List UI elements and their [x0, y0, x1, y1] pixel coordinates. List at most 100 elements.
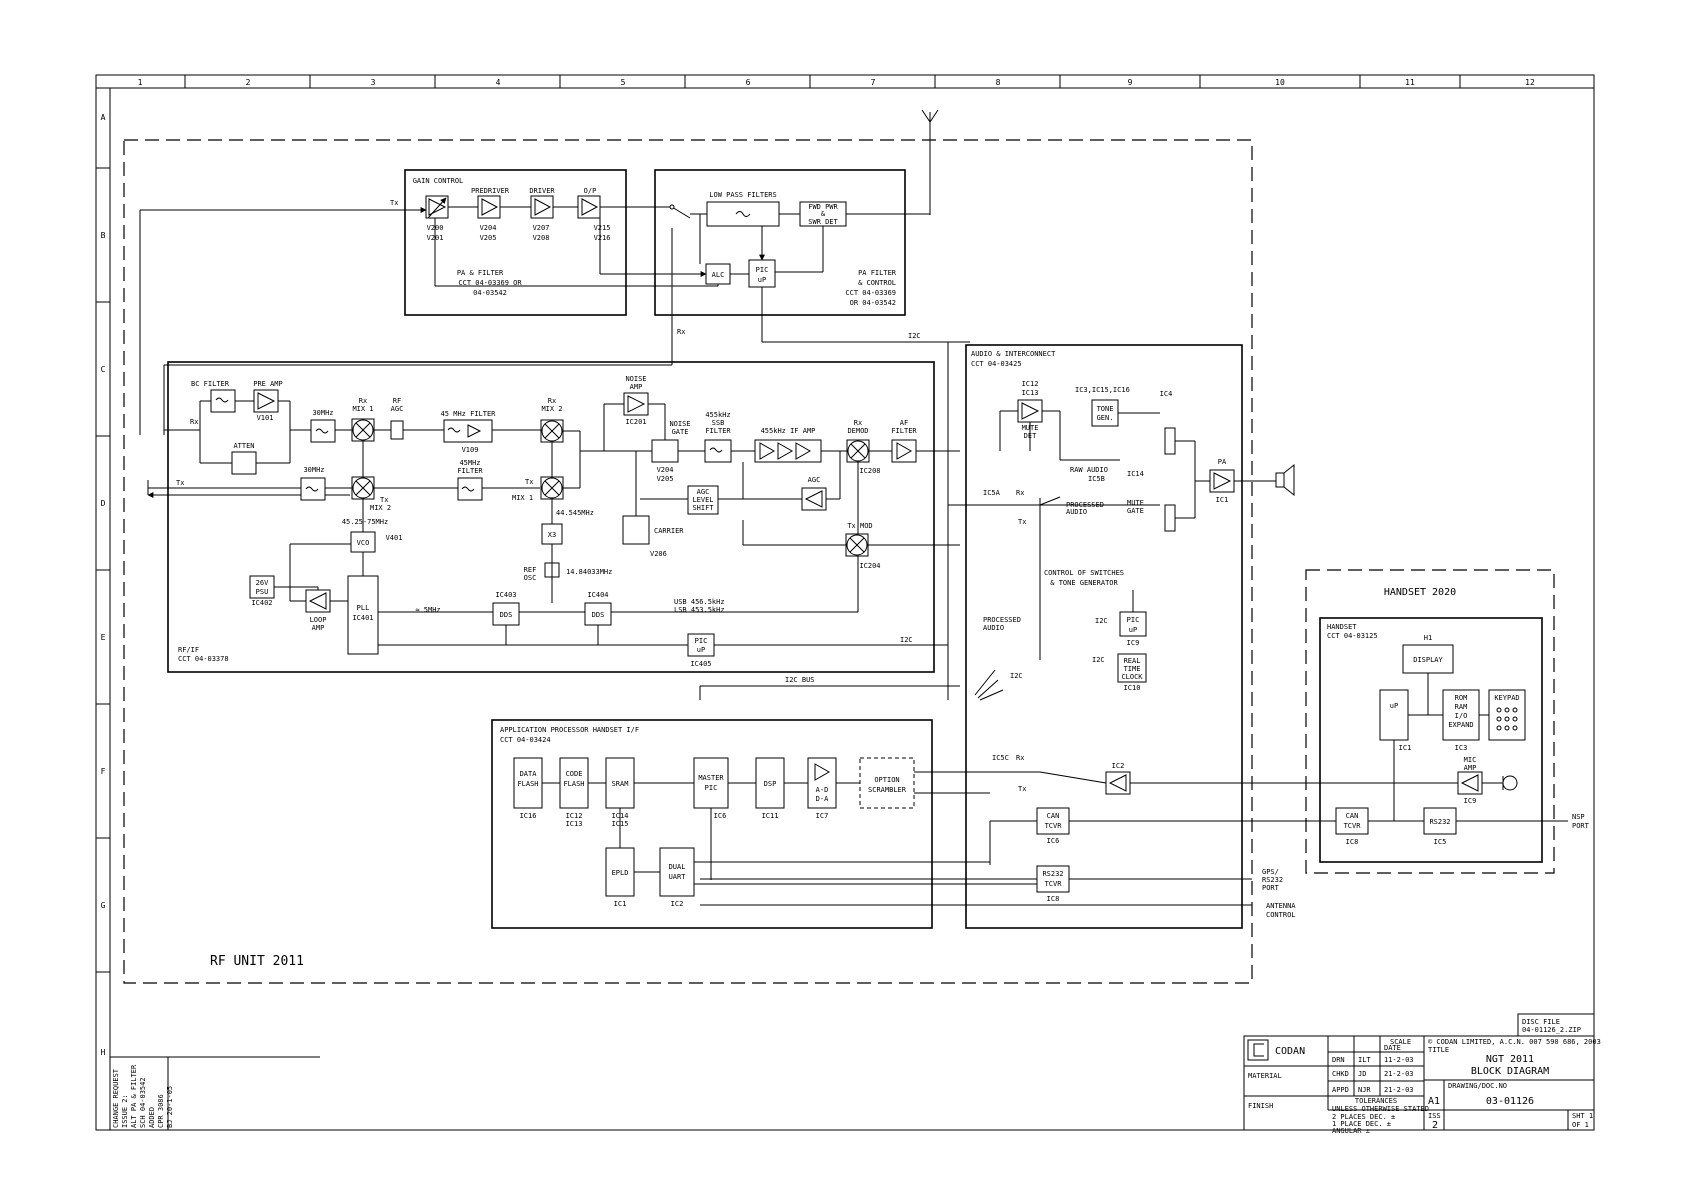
block-label: TCVR [1045, 880, 1063, 888]
option-scrambler [859, 757, 915, 809]
block-label: FILTER [705, 427, 731, 435]
rf-unit-boundary [123, 139, 1253, 984]
col-label: 11 [1405, 78, 1415, 87]
volume-pot-2 [1164, 504, 1176, 532]
sheet-of-label: OF 1 [1572, 1121, 1589, 1129]
block-label: PROCESSED [983, 616, 1021, 624]
change-request-text: ALT PA & FILTER [130, 1064, 138, 1128]
ic-label: IC405 [690, 660, 711, 668]
filter-30mhz-tx [300, 477, 326, 501]
ic-label: IC2 [671, 900, 684, 908]
block-label: KEYPAD [1494, 694, 1519, 702]
i2c-label: I2C [1095, 617, 1108, 625]
ic-label: IC3,IC15,IC16 [1075, 386, 1130, 394]
ic-label: V205 [657, 475, 674, 483]
row-label: G [101, 901, 106, 910]
ic-label: IC5B [1088, 475, 1105, 483]
change-request-text: SCH 04-03542 [139, 1077, 147, 1128]
block-label: X3 [548, 531, 556, 539]
block-label: Rx [854, 419, 862, 427]
ic-label: IC10 [1124, 684, 1141, 692]
ic-label: IC3 [1455, 744, 1468, 752]
block-title: PA & FILTER [457, 269, 504, 277]
block-label: TCVR [1045, 822, 1063, 830]
block-label: UART [669, 873, 687, 881]
block-label: AGC [391, 405, 404, 413]
rom-ram-io-expand [1442, 689, 1480, 741]
ic-label: IC9 [1127, 639, 1140, 647]
ic-label: IC6 [714, 812, 727, 820]
output-label: O/P [584, 187, 597, 195]
rx-label: Rx [677, 328, 685, 336]
block-label: 455kHz [705, 411, 730, 419]
col-label: 7 [871, 78, 876, 87]
block-label: PRE AMP [253, 380, 283, 388]
block-label: RAW AUDIO [1070, 466, 1108, 474]
block-title: PA FILTER [858, 269, 897, 277]
block-label: AMP [630, 383, 643, 391]
tx-label: Tx [1018, 785, 1026, 793]
block-label: FILTER [457, 467, 483, 475]
speaker-icon [1275, 463, 1295, 497]
noise-gate [651, 439, 679, 463]
ic-label: IC12 [1022, 380, 1039, 388]
rx-label: Rx [1016, 754, 1024, 762]
attenuator [231, 451, 257, 475]
handset-label: HANDSET 2020 [1384, 587, 1456, 598]
port-label: RS232 [1262, 876, 1283, 884]
ic-label: IC1 [1216, 496, 1229, 504]
block-label: FILTER [891, 427, 917, 435]
block-label: MASTER [698, 774, 724, 782]
block-label: Tx [380, 496, 388, 504]
block-label: uP [1129, 626, 1137, 634]
block-title: RF/IF [178, 646, 199, 654]
block-label: uP [1390, 702, 1398, 710]
block-label: & TONE GENERATOR [1050, 579, 1118, 587]
predriver-label: PREDRIVER [471, 187, 510, 195]
block-title: AUDIO & INTERCONNECT [971, 350, 1056, 358]
ic-label: IC8 [1346, 838, 1359, 846]
copyright-text: © CODAN LIMITED, A.C.N. 007 590 686, 200… [1428, 1038, 1601, 1046]
application-processor-block: APPLICATION PROCESSOR HANDSET I/F CCT 04… [491, 719, 1037, 929]
row-label: F [101, 767, 106, 776]
date-value: 21-2-03 [1384, 1070, 1414, 1078]
freq-label: 30MHz [303, 466, 324, 474]
volume-pot-1 [1164, 427, 1176, 455]
drn-value: ILT [1358, 1056, 1371, 1064]
ic-label: IC402 [251, 599, 272, 607]
block-title: 04-03542 [473, 289, 507, 297]
row-label: B [101, 231, 106, 240]
ic-label: IC204 [859, 562, 880, 570]
rf-unit-label: RF UNIT 2011 [210, 954, 304, 969]
block-label: SSB [712, 419, 725, 427]
ic-label: IC201 [625, 418, 646, 426]
data-flash [513, 757, 543, 809]
drawing-title: NGT 2011 [1486, 1054, 1534, 1065]
block-label: uP [697, 646, 705, 654]
tolerance-text: TOLERANCES [1355, 1097, 1397, 1105]
port-label: GPS/ [1262, 868, 1279, 876]
keypad [1488, 689, 1526, 741]
pic-up-audio [1119, 611, 1147, 637]
block-label: TCVR [1344, 822, 1362, 830]
fwd-pwr-swr-det [799, 201, 847, 227]
ic-label: V205 [480, 234, 497, 242]
freq-label: 44.545MHz [556, 509, 594, 517]
if-amp [754, 439, 822, 463]
block-label: MIX 1 [352, 405, 373, 413]
ic-label: IC12 [566, 812, 583, 820]
block-title: APPLICATION PROCESSOR HANDSET I/F [500, 726, 639, 734]
ic-label: IC6 [1047, 837, 1060, 845]
top-signal-lines: Tx Rx I2C [139, 199, 970, 498]
block-label: PSU [256, 588, 269, 596]
i2c-bus-label: I2C BUS [785, 676, 815, 684]
col-label: 12 [1525, 78, 1535, 87]
pa-filter-control-block: LOW PASS FILTERS FWD PWR & SWR DET ALC P… [434, 169, 930, 326]
block-label: 26V [256, 579, 269, 587]
ic-label: V208 [533, 234, 550, 242]
issue-value: 2 [1432, 1120, 1438, 1131]
ssb-filter [704, 439, 732, 463]
ic-label: IC4 [1160, 390, 1173, 398]
block-label: SWR DET [808, 218, 838, 226]
